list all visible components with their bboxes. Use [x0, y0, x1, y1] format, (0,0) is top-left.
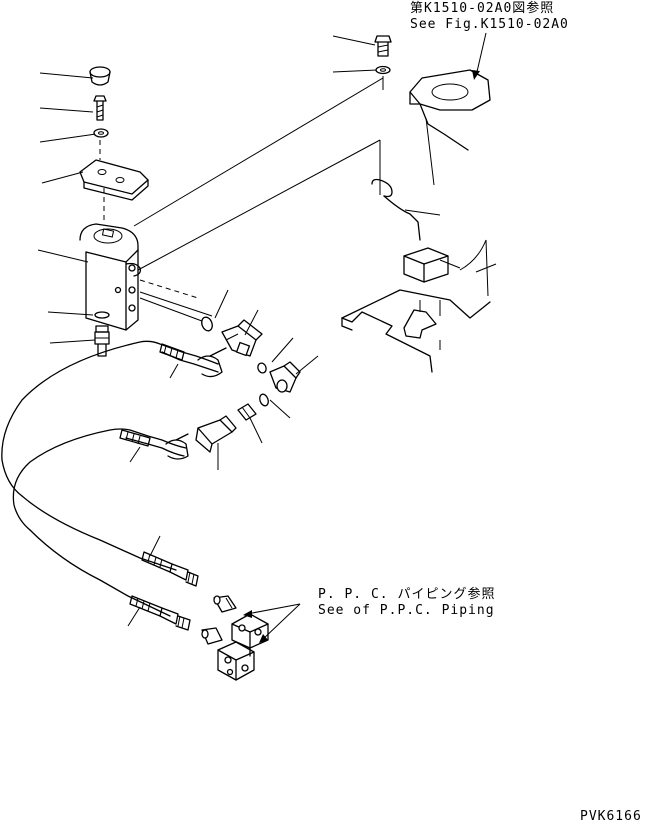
frame-structure [341, 69, 497, 373]
figure-reference-jp: 第K1510-02A0図参照 [410, 1, 555, 16]
lower-fitting-1 [213, 595, 237, 613]
plug-fitting-part [94, 325, 110, 357]
top-washer-part [375, 65, 391, 75]
junction-block [217, 613, 269, 681]
washer-part [93, 128, 109, 138]
elbow-fitting-2 [269, 361, 301, 393]
drawing-code: PVK6166 [580, 809, 642, 824]
o-ring-small-1 [201, 316, 213, 332]
mounting-lines [133, 76, 384, 325]
lower-fitting-2 [201, 627, 223, 645]
hose-2 [12, 428, 189, 531]
ppc-piping-reference-jp: P. P. C. パイピング参照 [318, 587, 496, 602]
hose-3 [21, 495, 199, 617]
o-ring-small-3 [259, 393, 269, 407]
cap-part [89, 66, 111, 86]
valve-body [79, 223, 142, 331]
connector-fitting [195, 415, 237, 453]
hose-4 [129, 595, 191, 631]
hose-1 [1, 340, 227, 497]
bracket-plate [79, 140, 149, 222]
leader-lines [37, 32, 487, 643]
o-ring-part [94, 311, 110, 319]
elbow-fitting-1 [221, 319, 263, 357]
adapter-fitting [237, 403, 257, 421]
figure-reference-en: See Fig.K1510-02A0 [410, 17, 569, 32]
bolt-part [93, 95, 107, 121]
top-bolt-part [374, 35, 392, 57]
o-ring-small-2 [257, 362, 267, 374]
ppc-piping-reference-en: See of P.P.C. Piping [318, 603, 495, 618]
